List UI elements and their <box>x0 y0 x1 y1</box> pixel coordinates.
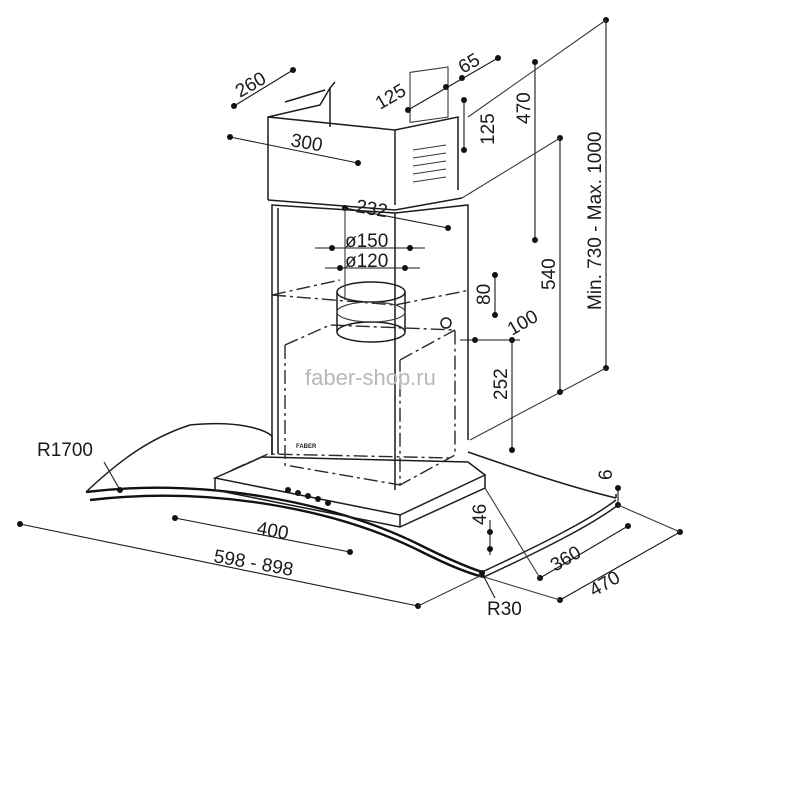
label-glass-thickness: 6 <box>596 469 617 480</box>
brand-mark: FABER <box>296 444 317 450</box>
dimension-labels: 260 300 125 65 125 470 Min. 730 - Max. 1… <box>37 50 624 620</box>
duct-collar <box>336 281 452 343</box>
upper-chimney <box>267 66 463 211</box>
label-overall-height: Min. 730 - Max. 1000 <box>585 132 606 310</box>
label-vent-offset-a: 125 <box>372 80 410 114</box>
label-flange-height: 80 <box>474 284 495 305</box>
label-vent-offset-b: 65 <box>455 50 484 79</box>
label-duct-inner-diameter: ø120 <box>345 251 388 272</box>
label-top-section-height: 470 <box>514 92 535 124</box>
label-base-depth: 360 <box>547 542 585 576</box>
label-canopy-depth: 470 <box>586 567 624 601</box>
label-motor-offset: 100 <box>504 306 542 340</box>
label-duct-outer-diameter: ø150 <box>345 231 388 252</box>
label-base-width: 400 <box>255 518 290 544</box>
label-lower-section-height: 540 <box>539 258 560 290</box>
label-corner-radius: R30 <box>487 599 522 620</box>
label-vent-height: 125 <box>478 113 499 145</box>
label-base-height: 46 <box>470 504 491 525</box>
watermark: faber-shop.ru <box>305 365 436 390</box>
label-top-depth: 260 <box>232 68 270 102</box>
label-duct-offset: 232 <box>354 196 389 222</box>
label-top-width: 300 <box>289 130 324 156</box>
label-canopy-radius: R1700 <box>37 440 93 461</box>
control-base <box>212 453 487 528</box>
dimension-lines <box>17 17 683 609</box>
glass-canopy <box>85 422 619 579</box>
lower-body: FABER <box>271 204 471 490</box>
label-canopy-width: 598 - 898 <box>212 546 295 581</box>
label-body-height: 252 <box>491 368 512 400</box>
